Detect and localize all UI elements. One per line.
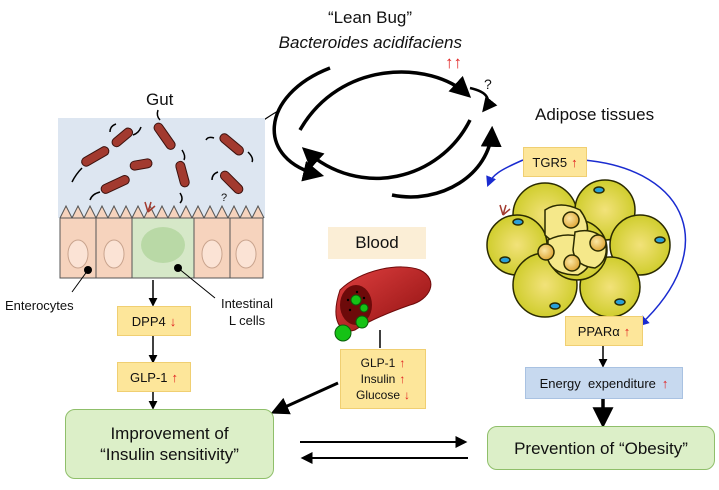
adipose-label: Adipose tissues [535,105,655,124]
energy-expenditure-arrow: ↑ [661,375,669,391]
blood-label: Blood [328,227,426,259]
blood-insulin-arrow: ↑ [399,372,406,386]
dpp4-box: DPP4 ↓ [117,306,191,336]
enterocytes-label: Enterocytes [5,298,74,313]
tgr5-label: TGR5 [532,154,568,170]
l-cells-label-line2: L cells [228,313,266,328]
blood-insulin-label: Insulin [360,372,396,386]
l-cells-label: Intestinal L cells [216,295,278,329]
gut-glp1-box: GLP-1 ↑ [117,362,191,392]
species-increase-arrows: ↑↑ [445,53,462,72]
lean-bug-title: “Lean Bug” [327,8,413,27]
gut-question-mark: ? [221,192,228,204]
blood-glp1-row: GLP-1 ↑ [361,355,406,371]
cycle-question-mark: ? [484,76,492,92]
gut-glp1-increase-arrow: ↑ [171,369,179,385]
blood-glp1-arrow: ↑ [399,356,406,370]
blood-glucose-row: Glucose ↓ [356,387,410,403]
blood-vessel [334,266,432,342]
epithelium [59,201,265,279]
dpp4-decrease-arrow: ↓ [169,313,177,329]
energy-expenditure-label: Energy expenditure [539,375,656,391]
ppar-label: PPARα [577,323,620,339]
tgr5-box: TGR5 ↑ [523,147,587,177]
insulin-sensitivity-line1: Improvement of [110,424,229,443]
blood-insulin-row: Insulin ↑ [361,371,406,387]
ppar-box: PPARα ↑ [565,316,643,346]
adipocyte-cluster [486,179,671,318]
obesity-prevention-label: Prevention of “Obesity” [514,438,688,458]
gut-label: Gut [146,90,174,109]
blood-label-text: Blood [355,233,399,252]
cycle-arrows [250,66,502,199]
species-text: Bacteroides acidifaciens [278,33,462,52]
tgr5-increase-arrow: ↑ [571,154,578,170]
flagella [71,109,254,204]
blood-glucose-arrow: ↓ [404,388,411,402]
bacteria-group [81,122,244,195]
insulin-sensitivity-line2: “Insulin sensitivity” [100,445,239,464]
l-cells-label-line1: Intestinal [220,296,274,311]
insulin-sensitivity-box: Improvement of “Insulin sensitivity” [65,409,274,479]
gut-glp1-label: GLP-1 [129,369,168,385]
energy-expenditure-box: Energy expenditure ↑ [525,367,683,399]
blood-values-box: GLP-1 ↑ Insulin ↑ Glucose ↓ [340,349,426,409]
dpp4-label: DPP4 [131,313,166,329]
ppar-increase-arrow: ↑ [623,323,631,339]
blood-glp1-label: GLP-1 [360,356,396,370]
obesity-prevention-box: Prevention of “Obesity” [487,426,715,470]
blood-glucose-label: Glucose [355,388,401,402]
species-name: Bacteroides acidifaciens ↑↑ [262,33,462,73]
